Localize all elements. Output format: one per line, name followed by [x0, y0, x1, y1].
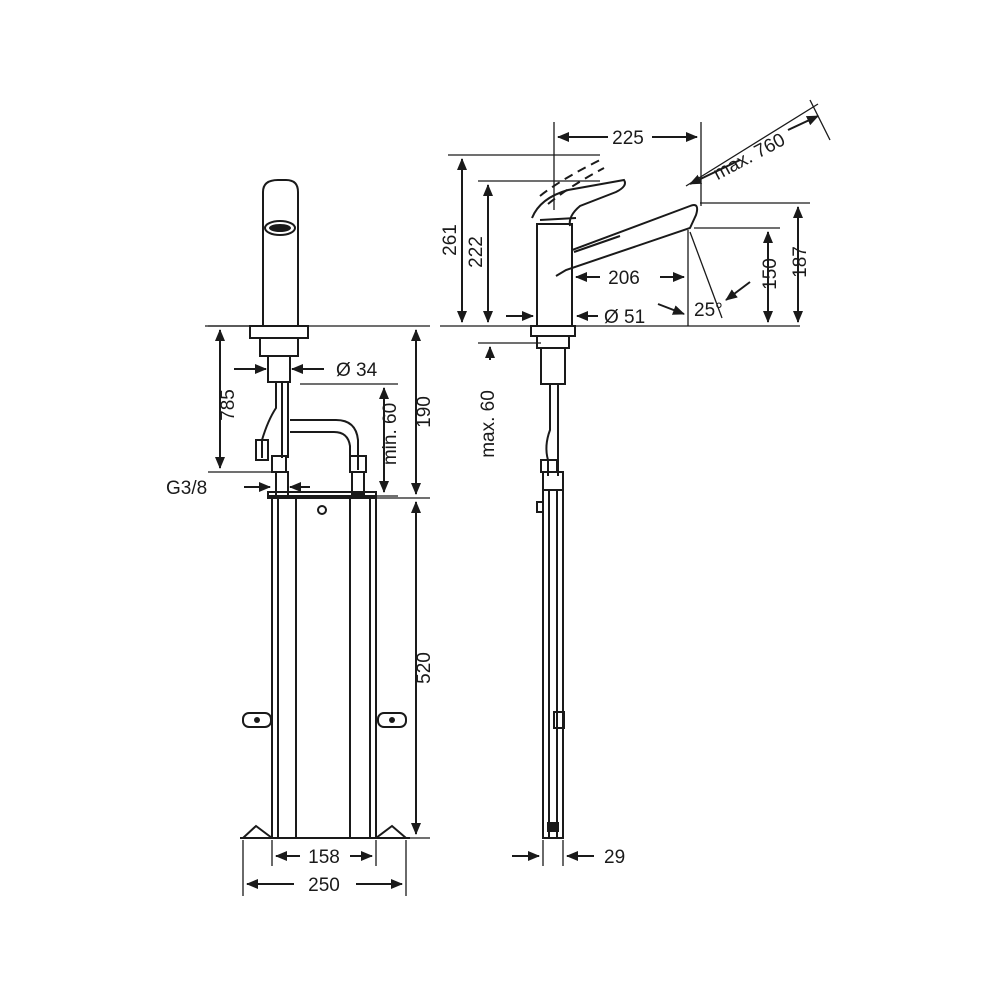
faucet-body-side	[536, 223, 573, 326]
dim-187: 187	[790, 246, 811, 278]
undersink-unit-side	[542, 489, 564, 839]
dim-222: 222	[466, 236, 487, 268]
dimensions-front: 785 Ø 34 min. 60 190 520 G3/8 158	[166, 325, 435, 896]
front-view	[205, 179, 430, 839]
dim-29: 29	[604, 847, 625, 868]
dim-225: 225	[612, 128, 644, 149]
dim-261: 261	[440, 224, 461, 256]
dim-diameter-34: Ø 34	[336, 360, 378, 381]
dim-785: 785	[218, 389, 239, 421]
dim-max-760: max. 760	[710, 130, 789, 185]
dimensions-side: 225 max. 760 261 222 206 Ø 51 25°	[440, 99, 831, 868]
hose-right	[290, 419, 359, 470]
dim-max-60: max. 60	[478, 390, 499, 458]
dim-190: 190	[414, 396, 435, 428]
side-view	[440, 159, 800, 839]
faucet-spout-front	[262, 179, 299, 326]
dim-150: 150	[760, 258, 781, 290]
pull-out-spray	[555, 204, 699, 277]
dim-520: 520	[414, 652, 435, 684]
undersink-unit-front	[271, 497, 377, 839]
lever-handle	[531, 178, 626, 227]
dim-diameter-51: Ø 51	[604, 307, 645, 328]
dim-206: 206	[608, 268, 640, 289]
dim-250: 250	[308, 875, 340, 896]
dim-158: 158	[308, 847, 340, 868]
dim-min-60: min. 60	[380, 403, 401, 465]
dim-angle-25: 25°	[694, 300, 723, 321]
label-g38: G3/8	[166, 478, 207, 499]
